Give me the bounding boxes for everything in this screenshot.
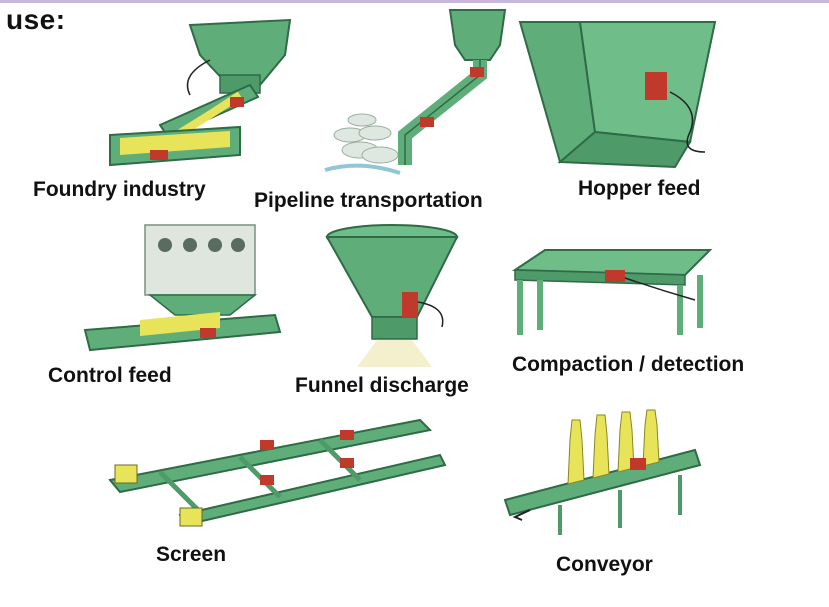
label-screen: Screen	[156, 543, 227, 566]
heading: use:	[6, 4, 66, 35]
label-control-feed: Control feed	[48, 364, 172, 387]
foundry-illustration	[109, 18, 292, 167]
vibrator-icon	[645, 72, 667, 100]
label-hopper-feed: Hopper feed	[578, 177, 701, 200]
pipeline-illustration	[324, 9, 507, 175]
top-divider	[0, 0, 829, 3]
screen-illustration	[108, 418, 447, 527]
funnel-illustration	[325, 224, 459, 367]
label-conveyor: Conveyor	[556, 553, 653, 576]
conveyor-illustration	[503, 409, 702, 535]
compaction-illustration	[511, 249, 713, 335]
label-funnel-discharge: Funnel discharge	[295, 374, 469, 397]
label-foundry-industry: Foundry industry	[33, 178, 206, 201]
hopper-illustration	[518, 21, 717, 169]
vibrator-icon	[150, 150, 168, 160]
label-compaction-detection: Compaction / detection	[512, 353, 745, 376]
control-feed-illustration	[83, 224, 282, 352]
label-pipeline-transportation: Pipeline transportation	[254, 189, 483, 212]
